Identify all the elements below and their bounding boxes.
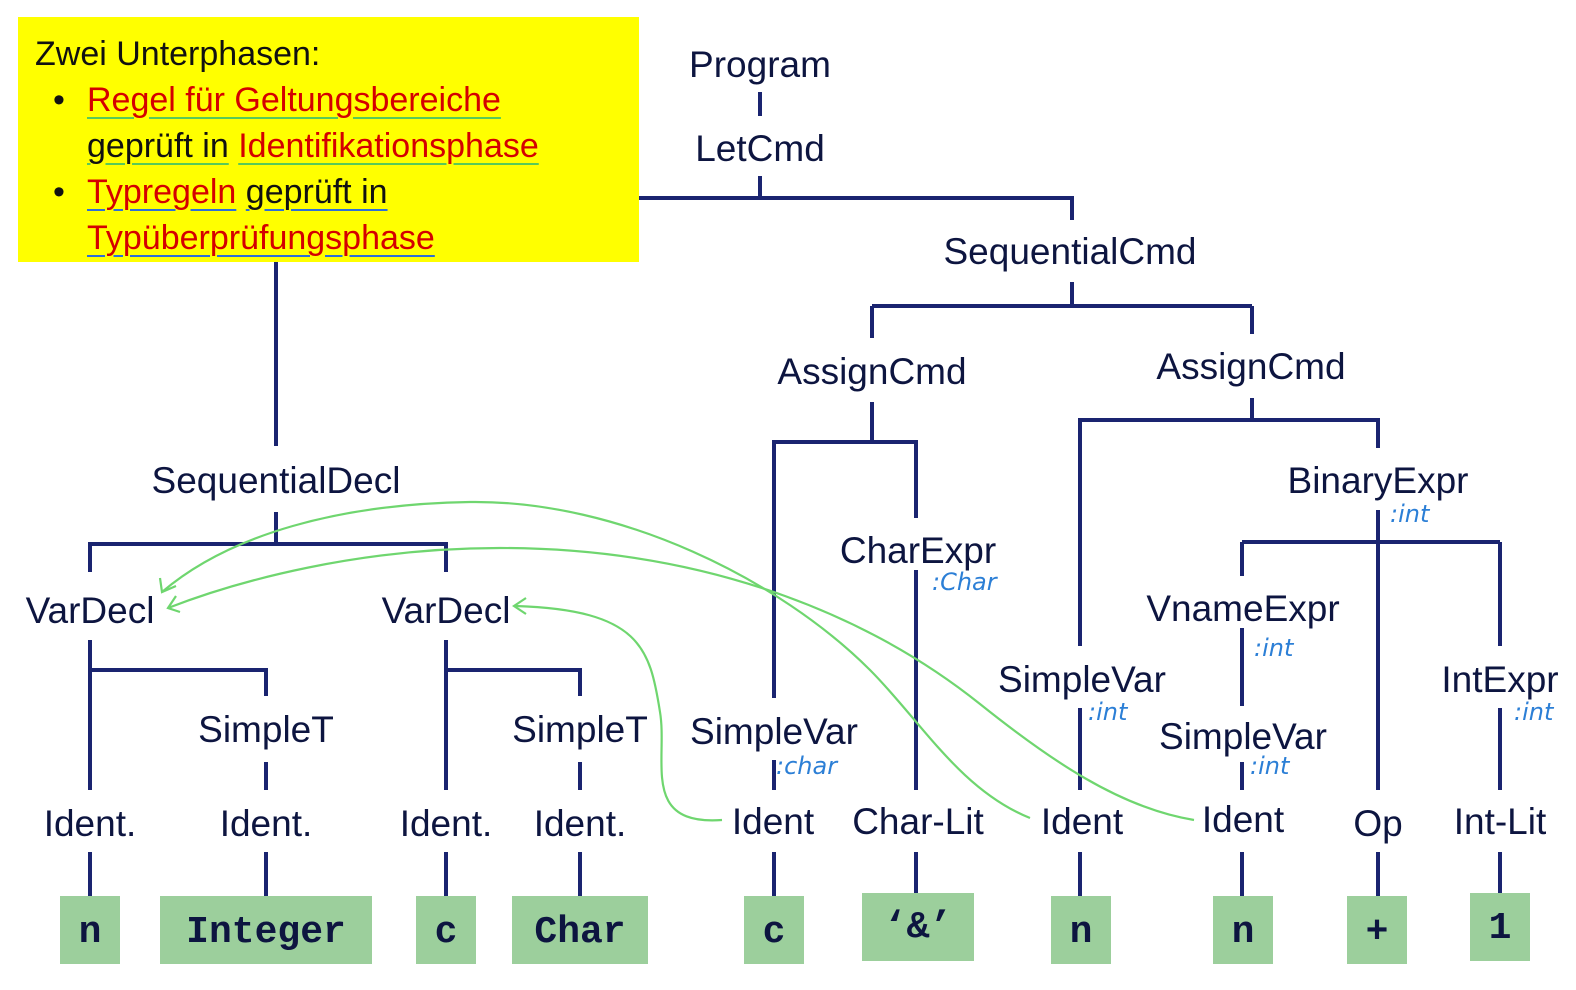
binding-link-n2-to-vardecl-1	[161, 500, 1031, 820]
node-ident-6: Ident	[1041, 801, 1124, 842]
anno-simplevar1-type: :char	[776, 752, 839, 780]
node-vardecl-1: VarDecl	[26, 590, 155, 631]
leaf-box-integer	[160, 896, 372, 964]
node-simplevar-2: SimpleVar	[998, 659, 1166, 700]
node-ident-2: Ident.	[220, 803, 313, 844]
leaf-n-2: n	[1070, 911, 1093, 954]
leaf-amp: ‘&’	[884, 906, 952, 949]
node-charlit: Char-Lit	[852, 801, 984, 842]
note-list: Regel für Geltungsbereiche geprüft in Ide…	[35, 77, 639, 261]
edge-letcmd-split	[636, 176, 1074, 220]
node-ident-3: Ident.	[400, 803, 493, 844]
tree-edges	[88, 92, 1502, 898]
bullet2-checked-in: geprüft in	[245, 173, 388, 211]
binding-link-n3-to-vardecl-1	[167, 546, 1195, 822]
leaf-box-amp	[862, 893, 974, 961]
edge-binaryexpr-children	[1240, 510, 1502, 790]
leaf-box-c-1	[416, 896, 476, 964]
node-binaryexpr: BinaryExpr	[1288, 460, 1469, 501]
node-sequentialdecl: SequentialDecl	[152, 460, 401, 501]
edge-simplet-idents	[264, 762, 582, 790]
anno-vnameexpr-type: :int	[1254, 634, 1295, 662]
leaf-one: 1	[1489, 907, 1512, 950]
node-ident-4: Ident.	[534, 803, 627, 844]
leaf-n-3: n	[1232, 911, 1255, 954]
anno-simplevar2-type: :int	[1088, 698, 1129, 726]
leaf-plus: +	[1366, 911, 1389, 954]
leaf-c-1: c	[435, 911, 458, 954]
node-labels: Program LetCmd SequentialCmd AssignCmd A…	[26, 44, 1559, 844]
leaf-box-n-1	[60, 896, 120, 964]
node-sequentialcmd: SequentialCmd	[944, 231, 1197, 272]
edge-seqdecl-vardecls	[88, 512, 448, 572]
node-program: Program	[689, 44, 831, 85]
note-bullet-1: Regel für Geltungsbereiche geprüft in Ide…	[53, 77, 639, 169]
node-intlit: Int-Lit	[1454, 801, 1547, 842]
type-check-phase-text: Typüberprüfungsphase	[87, 219, 435, 257]
node-intexpr: IntExpr	[1441, 659, 1558, 700]
note-bullet-2: Typregeln geprüft in Typüberprüfungsphase	[53, 169, 639, 261]
node-letcmd: LetCmd	[695, 128, 825, 169]
edge-vardecl2-children	[444, 640, 582, 790]
edge-ident-leaves-left	[88, 852, 582, 898]
scope-rule-text: Regel für Geltungsbereiche	[87, 81, 501, 119]
node-simplet-1: SimpleT	[198, 709, 334, 750]
edge-seqcmd-assigns	[870, 282, 1254, 338]
node-assigncmd-2: AssignCmd	[1156, 346, 1345, 387]
node-simplevar-1: SimpleVar	[690, 711, 858, 752]
edge-vardecl1-children	[88, 640, 268, 790]
type-rules-text: Typregeln	[87, 173, 237, 211]
leaf-box-one	[1470, 893, 1530, 961]
leaf-boxes: n Integer c Char c ‘&’ n n + 1	[60, 893, 1530, 964]
anno-charexpr-type: :Char	[932, 568, 999, 596]
identification-phase-text: Identifikationsphase	[238, 127, 539, 165]
node-vnameexpr: VnameExpr	[1146, 588, 1339, 629]
arrowhead-vardecl-1-a	[158, 577, 177, 594]
node-assigncmd-1: AssignCmd	[777, 351, 966, 392]
type-annotations: :Char :char :int :int :int :int :int	[776, 500, 1555, 780]
anno-binaryexpr-type: :int	[1390, 500, 1431, 528]
edge-assign2-children	[1078, 398, 1380, 646]
edge-assign1-children	[772, 402, 918, 698]
bullet1-checked-in: geprüft in	[87, 127, 229, 165]
leaf-c-2: c	[763, 911, 786, 954]
leaf-integer: Integer	[186, 911, 346, 954]
node-ident-5: Ident	[732, 801, 815, 842]
node-ident-1: Ident.	[44, 803, 137, 844]
arrowhead-vardecl-1-b	[166, 595, 181, 614]
binding-link-c-to-vardecl-2	[515, 604, 723, 822]
binding-links	[158, 500, 1195, 822]
node-simplevar-3: SimpleVar	[1159, 716, 1327, 757]
leaf-box-plus	[1347, 896, 1407, 964]
node-op: Op	[1353, 803, 1402, 844]
leaf-char: Char	[534, 911, 625, 954]
node-simplet-2: SimpleT	[512, 709, 648, 750]
node-charexpr: CharExpr	[840, 530, 996, 571]
leaf-box-c-2	[744, 896, 804, 964]
note-title: Zwei Unterphasen:	[35, 35, 321, 73]
anno-intexpr-type: :int	[1514, 698, 1555, 726]
arrowhead-vardecl-2	[512, 597, 527, 615]
leaf-n-1: n	[79, 911, 102, 954]
node-ident-7: Ident	[1202, 799, 1285, 840]
leaf-box-char	[512, 896, 648, 964]
leaf-box-n-2	[1051, 896, 1111, 964]
edge-ident-leaves-right	[772, 852, 1502, 898]
note-box: Zwei Unterphasen: Regel für Geltungsbere…	[18, 17, 639, 262]
anno-simplevar3-type: :int	[1250, 752, 1291, 780]
node-vardecl-2: VarDecl	[382, 590, 511, 631]
leaf-box-n-3	[1213, 896, 1273, 964]
